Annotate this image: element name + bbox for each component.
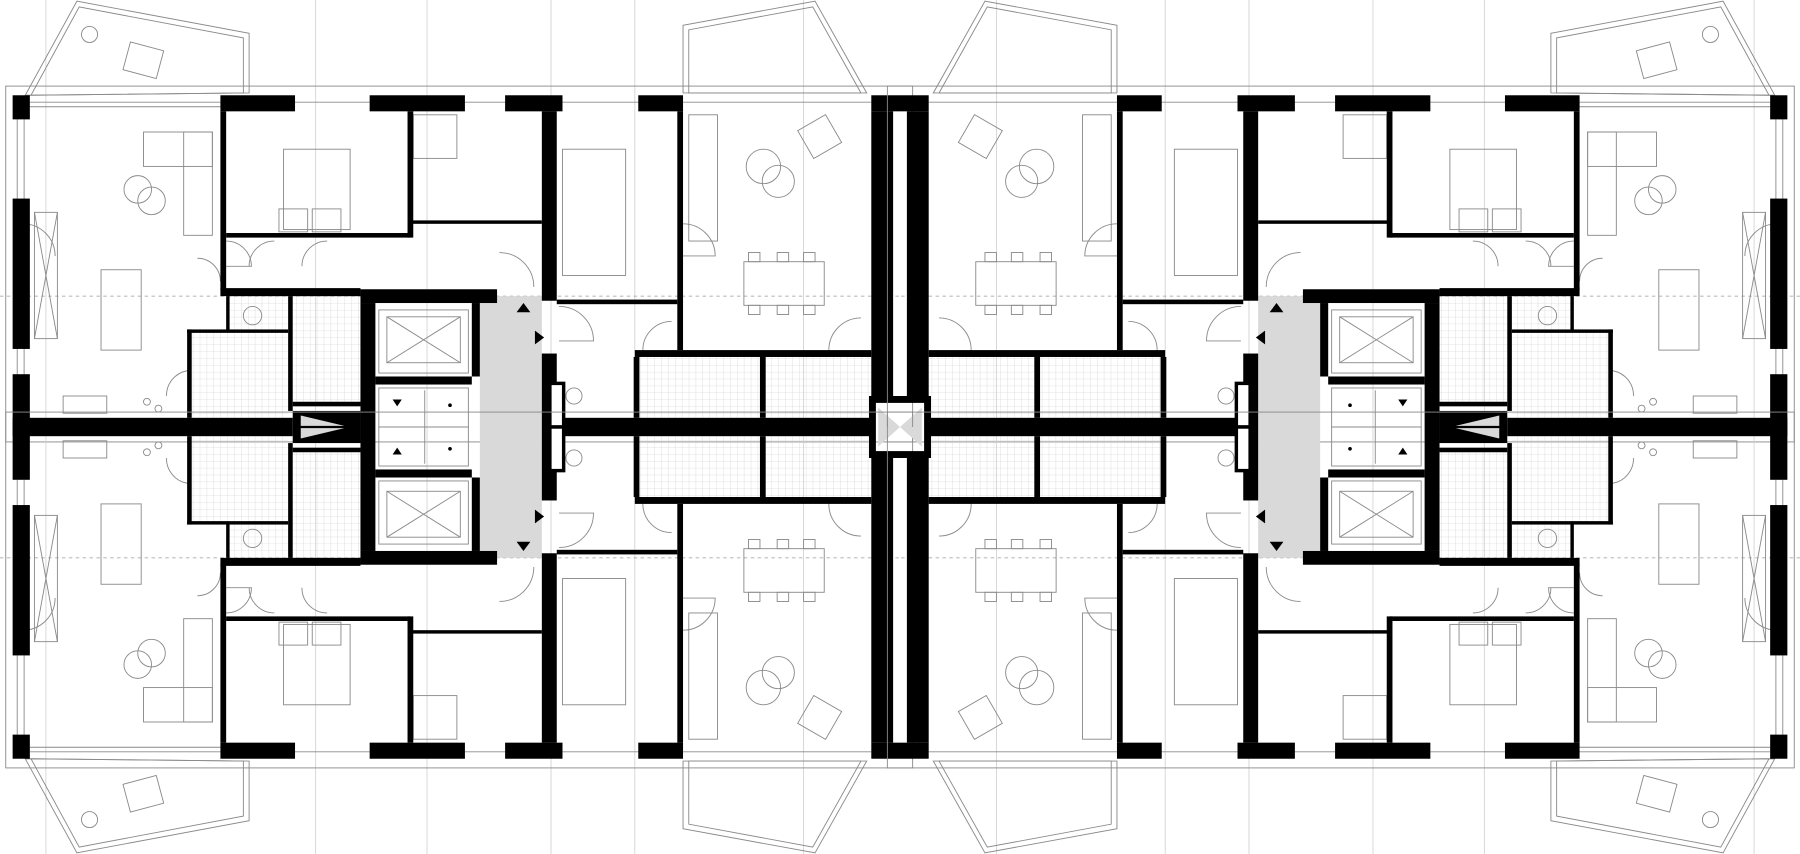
quadrant-bottom-right	[885, 397, 1800, 854]
quadrant-bottom-left	[0, 397, 915, 854]
quadrant-top-right	[885, 0, 1800, 457]
quadrant-top-left	[0, 0, 915, 457]
